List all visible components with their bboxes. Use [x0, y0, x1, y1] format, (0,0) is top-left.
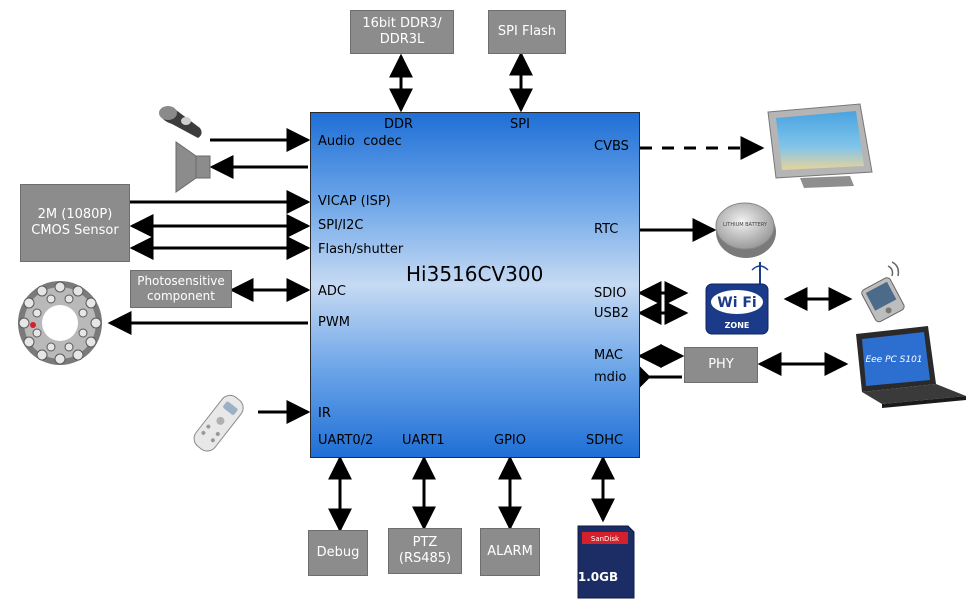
pda-signal-icon: [887, 261, 900, 277]
soc-chip: [310, 112, 640, 458]
ptz-line1: PTZ: [412, 534, 438, 550]
pin-uart02: UART0/2: [318, 433, 374, 448]
chip-title: Hi3516CV300: [406, 262, 544, 286]
pin-audio-codec: Audio codec: [318, 134, 402, 149]
pin-ddr: DDR: [384, 117, 414, 132]
pin-ir: IR: [318, 406, 331, 421]
sd-card-icon: SanDisk 1.0GB: [577, 525, 635, 599]
cmos-sensor-line2: CMOS Sensor: [31, 223, 119, 238]
photosensitive-box: Photosensitive component: [130, 270, 232, 308]
pin-gpio: GPIO: [494, 433, 526, 448]
microphone-icon: [159, 106, 202, 138]
pin-cvbs: CVBS: [594, 139, 629, 154]
remote-control-icon: [193, 394, 244, 452]
ptz-box: PTZ (RS485): [388, 528, 462, 574]
pin-rtc: RTC: [594, 222, 619, 237]
wifi-label: Wi Fi: [717, 295, 756, 311]
pin-mdio: mdio: [594, 370, 627, 385]
pin-vicap: VICAP (ISP): [318, 194, 391, 209]
pin-spi-i2c: SPI/I2C: [318, 218, 364, 233]
pin-mac: MAC: [594, 348, 623, 363]
wifi-zone-icon: Wi Fi ZONE: [705, 262, 769, 335]
pin-flash-shutter: Flash/shutter: [318, 242, 404, 257]
pin-sdhc: SDHC: [586, 433, 624, 448]
alarm-label: ALARM: [487, 543, 533, 559]
pin-adc: ADC: [318, 284, 346, 299]
photosensitive-line1: Photosensitive: [137, 274, 225, 288]
phy-box: PHY: [684, 347, 758, 383]
laptop-icon: Eee PC S101: [856, 326, 966, 408]
spi-flash-box: SPI Flash: [488, 10, 566, 54]
pin-usb2: USB2: [594, 306, 629, 321]
pin-spi: SPI: [510, 117, 530, 132]
ddr-memory-line2: DDR3L: [379, 32, 425, 47]
phy-label: PHY: [708, 356, 734, 372]
cmos-sensor-line1: 2M (1080P): [37, 206, 113, 222]
photosensitive-line2: component: [147, 289, 215, 303]
pin-pwm: PWM: [318, 315, 350, 330]
wifi-zone-label: ZONE: [725, 321, 750, 330]
battery-icon: LITHIUM BATTERY: [715, 202, 776, 258]
spi-flash-label: SPI Flash: [497, 23, 557, 39]
cmos-sensor-box: 2M (1080P) CMOS Sensor: [20, 184, 130, 262]
pda-icon: [861, 277, 905, 323]
ddr-memory-line1: 16bit DDR3/: [362, 15, 442, 31]
sd-capacity: 1.0GB: [578, 570, 618, 584]
sd-brand: SanDisk: [591, 535, 620, 543]
alarm-box: ALARM: [480, 528, 540, 576]
ir-led-ring-icon: [18, 281, 102, 365]
battery-label: LITHIUM BATTERY: [723, 222, 768, 228]
speaker-icon: [175, 141, 211, 193]
debug-label: Debug: [316, 544, 360, 560]
ptz-line2: (RS485): [398, 551, 452, 566]
debug-box: Debug: [308, 530, 368, 576]
tv-icon: [767, 103, 873, 188]
ddr-memory-box: 16bit DDR3/ DDR3L: [350, 10, 454, 54]
pin-uart1: UART1: [402, 433, 445, 448]
laptop-brand: Eee PC S101: [865, 355, 922, 365]
pin-sdio: SDIO: [594, 286, 627, 301]
